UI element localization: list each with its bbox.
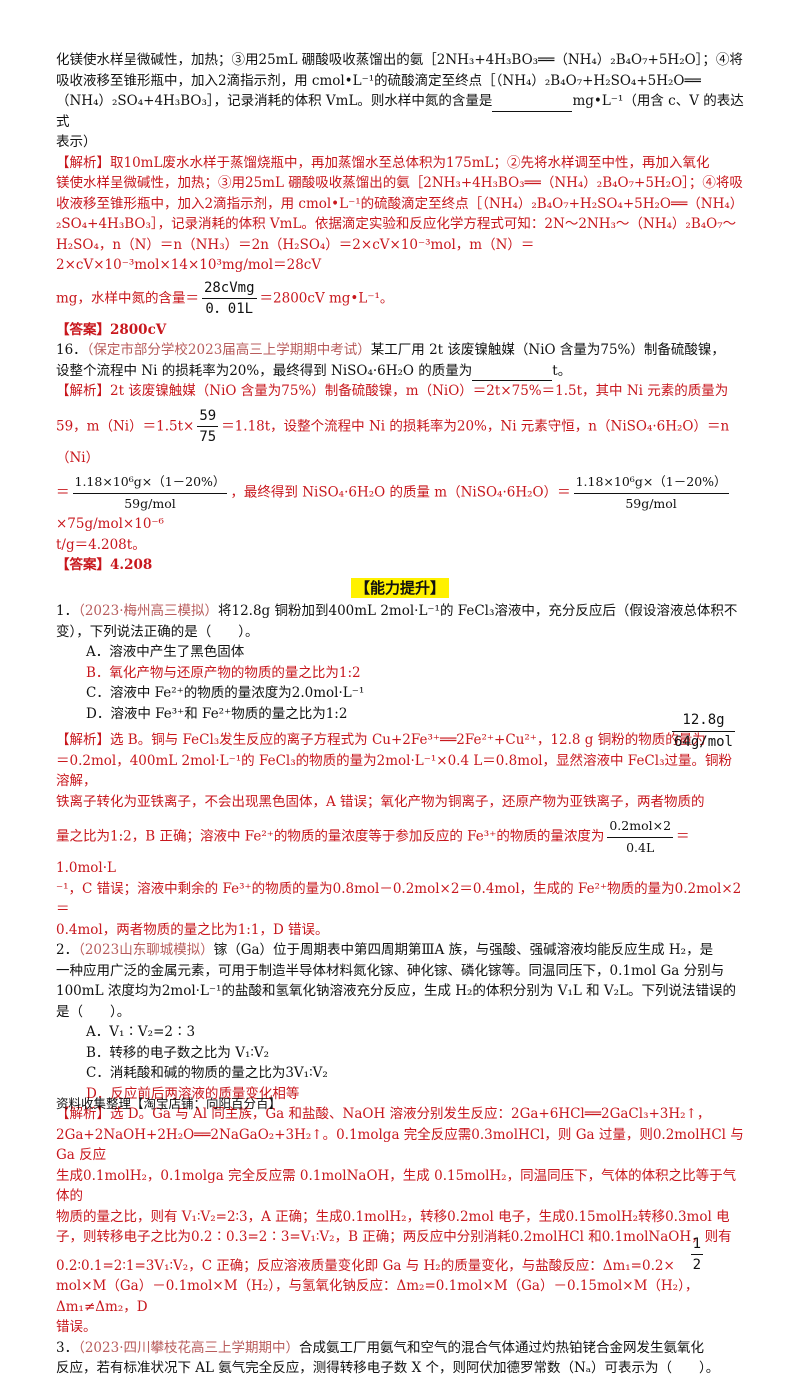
q16-text-line: 16．（保定市部分学校2023届高三上学期期中考试）某工厂用 2t 该废镍触媒（…	[56, 342, 725, 358]
q1-explanation: 【解析】选 B。铜与 FeCl₃发生反应的离子方程式为 Cu+2Fe³⁺══2F…	[56, 712, 742, 938]
document-page: 化镁使水样呈微碱性，加热；③用25mL 硼酸吸收蒸馏出的氨［2NH₃+4H₃BO…	[56, 50, 744, 1379]
q3-text-line: 反应，若有标准状况下 AL 氨气完全反应，测得转移电子数 X 个，则阿伏加德罗常…	[56, 1360, 720, 1376]
q2-text-line: 一种应用广泛的金属元素，可用于制造半导体材料氮化镓、砷化镓、磷化镓等。同温同压下…	[56, 962, 725, 979]
answer-blank	[492, 97, 573, 112]
q1-option-c: C．溶液中 Fe²⁺的物质的量浓度为2.0mol·L⁻¹	[86, 685, 365, 701]
section-heading: 【能力提升】	[350, 577, 449, 598]
q2-text-line: 2．（2023山东聊城模拟）镓（Ga）位于周期表中第四周期第ⅢA 族，与强酸、强…	[56, 942, 714, 958]
q2-text-line: 是（ ）。	[56, 1003, 131, 1020]
q1-option-b: B．氧化产物与还原产物的物质的量之比为1:2	[86, 664, 361, 681]
q15-text-line: 表示）	[56, 134, 97, 150]
q3-text-line: 3．（2023·四川攀枝花高三上学期期中）合成氨工厂用氨气和空气的混合气体通过灼…	[56, 1339, 704, 1356]
q2-option-d: D．反应前后两溶液的质量变化相等	[86, 1085, 300, 1102]
q2-option-c: C．消耗酸和碱的物质的量之比为3V₁∶V₂	[86, 1065, 328, 1081]
q2-option-b: B．转移的电子数之比为 V₁∶V₂	[86, 1044, 270, 1061]
q16-answer: 【答案】4.208	[56, 557, 153, 573]
q15-explanation: 【解析】取10mL废水水样于蒸馏烧瓶中，再加蒸馏水至总体积为175mL；②先将水…	[56, 153, 744, 320]
q1-text-line: 变），下列说法正确的是（ ）。	[56, 623, 259, 640]
q15-answer: 【答案】2800cV	[56, 321, 167, 338]
q1-text-line: 1．（2023·梅州高三模拟）将12.8g 铜粉加到400mL 2mol·L⁻¹…	[56, 603, 738, 619]
source-tag: （保定市部分学校2023届高三上学期期中考试）	[86, 342, 371, 358]
answer-blank	[472, 366, 553, 381]
q1-option-d: D．溶液中 Fe³⁺和 Fe²⁺物质的量之比为1:2	[86, 705, 348, 722]
q15-text-line: 吸收液移至锥形瓶中，加入2滴指示剂，用 cmol•L⁻¹的硫酸滴定至终点［（NH…	[56, 72, 701, 89]
fraction: 1.18×10⁶g×（1－20%）59g/mol	[72, 472, 228, 514]
source-tag: （2023·四川攀枝花高三上学期期中）	[78, 1339, 299, 1356]
q2-option-a: A．V₁∶V₂=2∶3	[86, 1024, 196, 1040]
fraction: 1.18×10⁶g×（1－20%）59g/mol	[573, 472, 729, 514]
q15-text-line: 化镁使水样呈微碱性，加热；③用25mL 硼酸吸收蒸馏出的氨［2NH₃+4H₃BO…	[56, 52, 743, 68]
section-heading-wrap: 【能力提升】	[56, 577, 744, 600]
q2-text-line: 100mL 浓度均为2mol·L⁻¹的盐酸和氢氧化钠溶液充分反应，生成 H₂的体…	[56, 983, 737, 999]
q2-explanation: 【解析】选 D。Ga 与 Al 同主族，Ga 和盐酸、NaOH 溶液分别发生反应…	[56, 1106, 744, 1335]
source-tag: （2023山东聊城模拟）	[78, 942, 214, 958]
q16-explanation: 【解析】2t 该废镍触媒（NiO 含量为75%）制备硫酸镍，m（NiO）＝2t×…	[56, 383, 730, 553]
page-footer: 资料收集整理【淘宝店铺：向阳百分百】	[56, 1096, 282, 1111]
source-tag: （2023·梅州高三模拟）	[78, 603, 218, 619]
q1-option-a: A．溶液中产生了黑色固体	[86, 644, 245, 660]
